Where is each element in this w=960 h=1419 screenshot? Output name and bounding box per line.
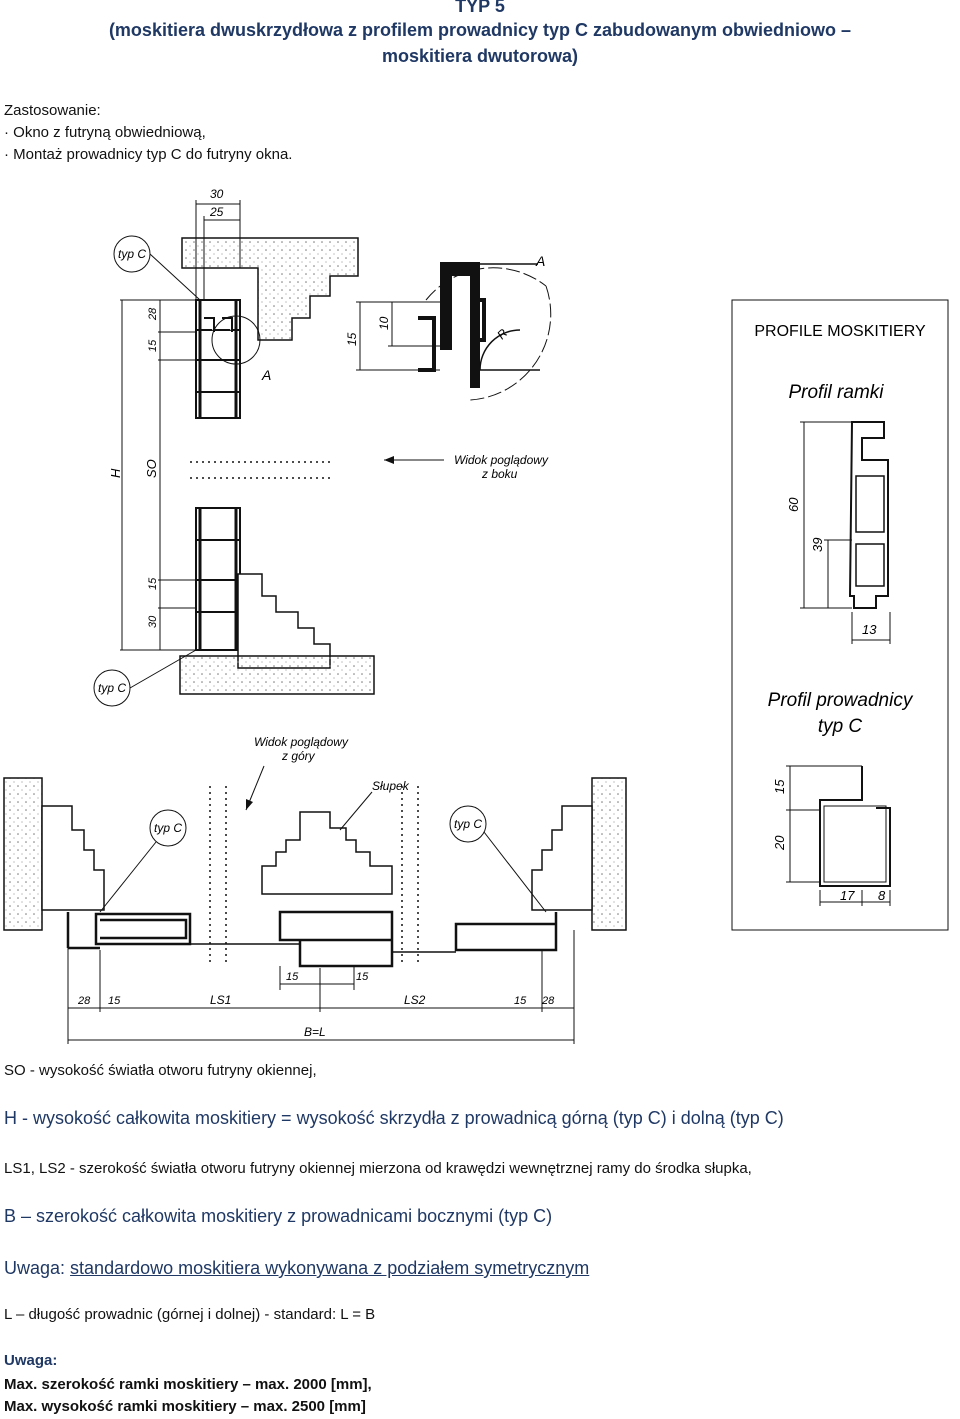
dim-15-left-bottom: 15 (147, 577, 159, 590)
dim-15-bottom-left: 15 (108, 995, 121, 1007)
legend-l: L – długość prowadnic (górnej i dolnej) … (4, 1306, 376, 1323)
dim-15-post-right: 15 (356, 971, 369, 983)
center-post (261, 811, 393, 895)
profiles-box (731, 299, 949, 931)
width-dimension-lines (67, 930, 575, 1044)
application-item: · Montaż prowadnicy typ C do futryny okn… (4, 146, 293, 163)
profile-row (66, 910, 558, 968)
dim-10-detail: 10 (377, 316, 391, 330)
dim-so-label: SO (144, 459, 159, 478)
frame-dim-60: 60 (786, 497, 801, 512)
page-subtitle-line1: (moskitiera dwuskrzydłowa z profilem pro… (108, 20, 852, 40)
side-view-label-1: Widok poglądowy (454, 453, 549, 467)
application-item: · Okno z futryną obwiedniową, (4, 124, 206, 141)
frame-profile-drawing (848, 421, 889, 609)
max-height-note: Max. wysokość ramki moskitiery – max. 25… (4, 1398, 366, 1415)
side-view-label-2: z boku (481, 467, 518, 481)
legend-b: B – szerokość całkowita moskitiery z pro… (4, 1206, 553, 1226)
note-standard: Uwaga: standardowo moskitiera wykonywana… (4, 1258, 589, 1279)
top-view-label-2: z góry (281, 749, 316, 763)
guide-dim-20: 20 (772, 835, 787, 851)
dim-15-left: 15 (147, 339, 159, 352)
detail-a-title: A (535, 253, 545, 269)
top-dimension-lines (195, 200, 241, 300)
typ-c-callout-right (449, 805, 487, 843)
dim-30-top: 30 (210, 187, 224, 201)
max-width-note: Max. szerokość ramki moskitiery – max. 2… (4, 1376, 372, 1393)
frame-profile-title: Profil ramki (788, 382, 884, 403)
left-wall (3, 777, 105, 931)
frame-dim-39: 39 (810, 538, 825, 552)
dim-15-post-left: 15 (286, 971, 299, 983)
profiles-heading: PROFILE MOSKITIERY (754, 323, 926, 340)
radius-label: R (494, 326, 510, 342)
typ-c-callout-left (149, 809, 187, 847)
guide-dim-17: 17 (840, 888, 855, 903)
typ-c-label-right: typ C (454, 817, 482, 831)
legend-ls: LS1, LS2 - szerokość światła otworu futr… (4, 1160, 752, 1177)
detail-a-dims (356, 301, 440, 371)
note-text: standardowo moskitiera wykonywana z podz… (70, 1258, 590, 1278)
dim-28-bottom-right: 28 (541, 995, 555, 1007)
detail-a (418, 262, 552, 401)
ls2-label: LS2 (404, 993, 426, 1007)
dim-30-left-bottom: 30 (147, 615, 159, 628)
bottom-sill (179, 573, 375, 695)
typ-c-label-left: typ C (154, 821, 182, 835)
guide-profile-dims (786, 765, 891, 906)
legend-so: SO - wysokość światła otworu futryny oki… (4, 1062, 317, 1079)
guide-dim-15: 15 (772, 779, 787, 794)
right-wall (531, 777, 627, 931)
dim-h-label: H (108, 468, 123, 478)
break-lines (190, 461, 334, 479)
note-label: Uwaga: (4, 1258, 66, 1278)
legend-h: H - wysokość całkowita moskitiery = wyso… (4, 1108, 784, 1128)
dim-28-left: 28 (147, 307, 159, 321)
post-label: Słupek (372, 779, 410, 793)
application-heading: Zastosowanie: (4, 102, 101, 119)
note-max-label: Uwaga: (4, 1352, 58, 1369)
top-profile-section (195, 299, 241, 419)
ls1-label: LS1 (210, 993, 231, 1007)
guide-profile-title-2: typ C (818, 716, 863, 737)
detail-a-circle (211, 315, 261, 365)
frame-dim-13: 13 (862, 622, 877, 637)
guide-profile-title-1: Profil prowadnicy (768, 690, 914, 711)
dim-25-top: 25 (209, 205, 224, 219)
typ-c-label: typ C (118, 247, 146, 261)
guide-dim-8: 8 (878, 888, 886, 903)
page-title: TYP 5 (455, 0, 505, 16)
height-dimension-lines (120, 299, 196, 651)
dim-28-bottom-left: 28 (77, 995, 91, 1007)
detail-a-label: A (261, 367, 271, 383)
top-view-label-1: Widok poglądowy (254, 735, 349, 749)
frame-profile-dims (800, 421, 891, 644)
bottom-profile-section (195, 507, 241, 651)
dim-15-bottom-right: 15 (514, 995, 527, 1007)
top-wall (181, 237, 359, 341)
guide-profile-drawing (819, 766, 891, 887)
typ-c-label-bottom: typ C (98, 681, 126, 695)
bl-label: B=L (304, 1025, 326, 1039)
technical-drawing: A 30 25 typ C H SO 28 15 15 30 Widok pog… (3, 187, 949, 1044)
application-section: Zastosowanie: · Okno z futryną obwiednio… (4, 100, 292, 166)
page-subtitle-line2: moskitiera dwutorowa) (381, 46, 579, 66)
dim-15-detail: 15 (345, 332, 359, 346)
